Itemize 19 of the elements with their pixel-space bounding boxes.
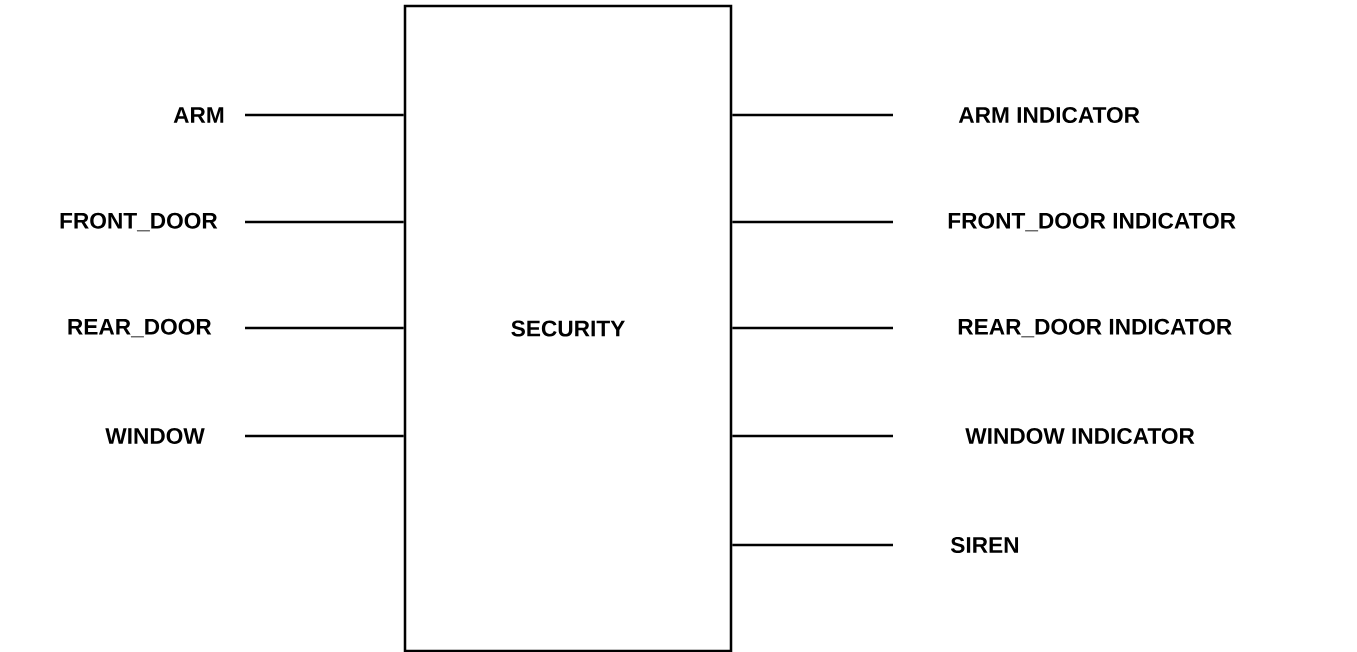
signal-label: WINDOW <box>105 427 205 444</box>
signal-label: ARM <box>173 107 224 123</box>
signal-label: ARM INDICATOR <box>958 106 1140 123</box>
signal-line <box>245 434 404 438</box>
signal-line <box>732 220 893 224</box>
signal-line <box>245 113 404 117</box>
signal-line <box>732 326 893 330</box>
signal-line <box>732 113 893 117</box>
signal-label: REAR_DOOR INDICATOR <box>958 318 1232 338</box>
signal-label: FRONT_DOOR <box>60 212 218 232</box>
signal-label: SIREN <box>950 536 1018 553</box>
signal-label: WINDOW INDICATOR <box>965 427 1195 444</box>
signal-line <box>732 543 893 547</box>
signal-line <box>245 326 404 330</box>
signal-line <box>245 220 404 224</box>
block-box: SECURITY <box>403 4 733 652</box>
signal-label: FRONT_DOOR INDICATOR <box>948 212 1236 232</box>
signal-label: REAR_DOOR <box>68 318 212 338</box>
signal-line <box>732 434 893 438</box>
